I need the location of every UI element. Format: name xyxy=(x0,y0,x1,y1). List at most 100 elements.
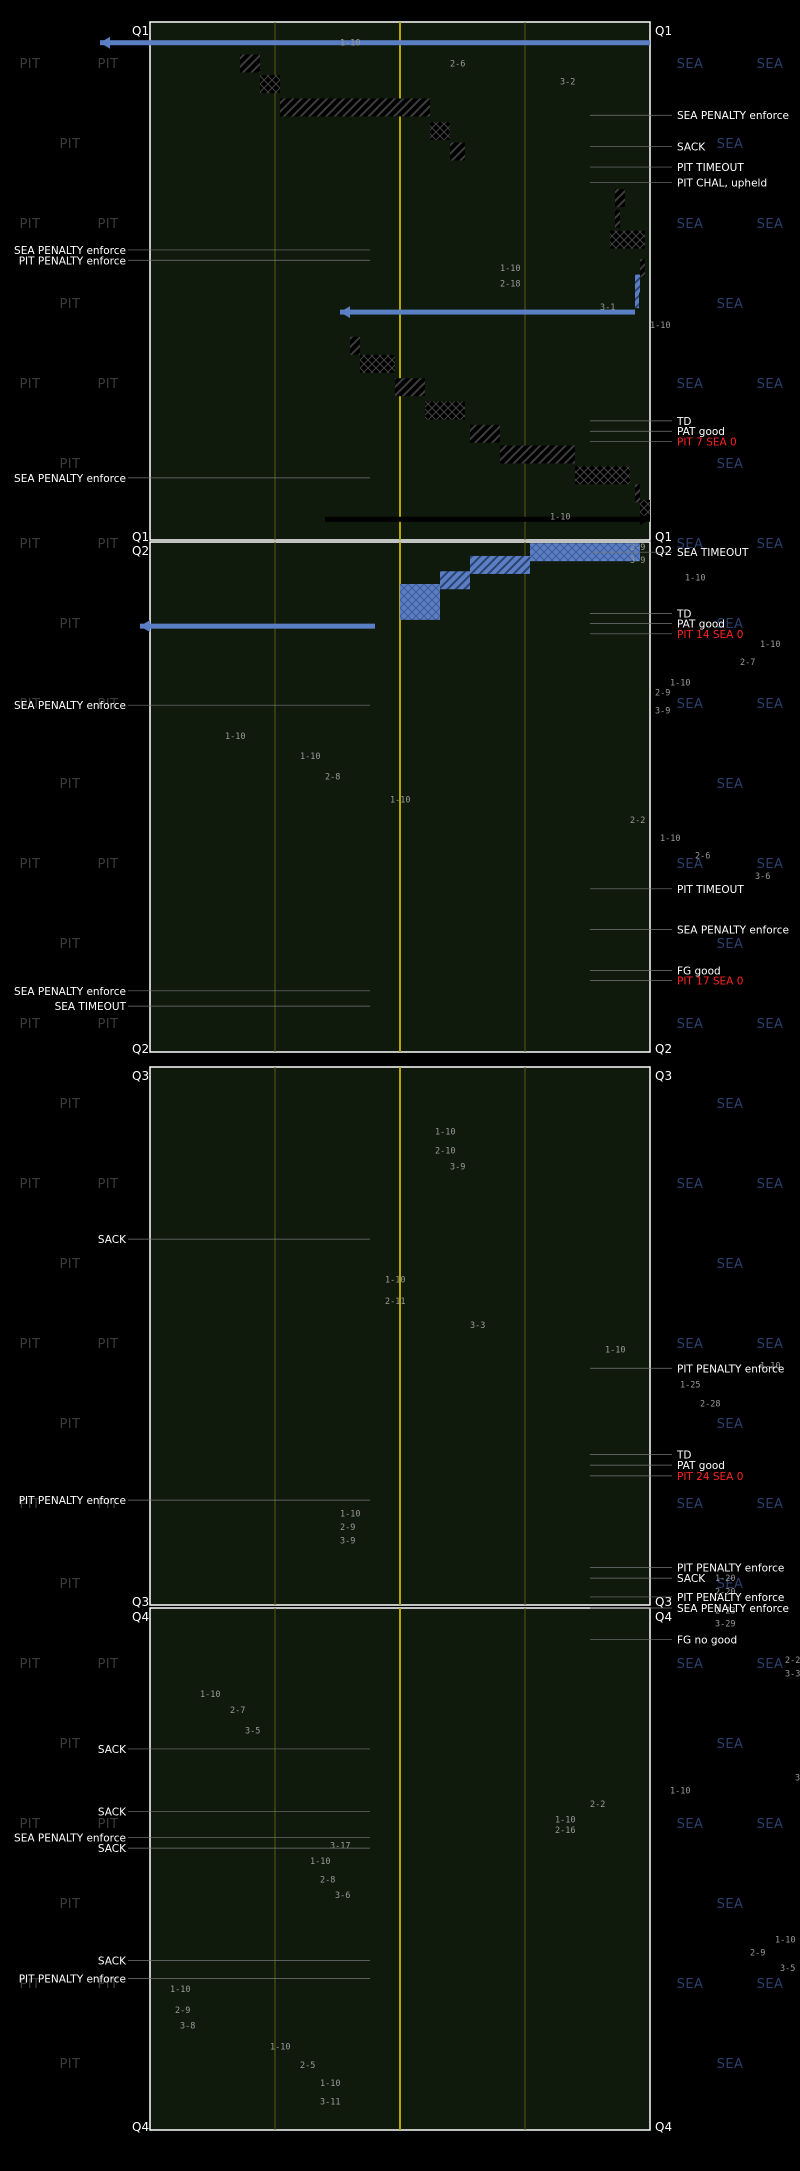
annotation-label: SACK xyxy=(98,1744,127,1756)
annotation-label: PIT TIMEOUT xyxy=(677,884,744,896)
down-distance-label: 1-10 xyxy=(225,732,245,742)
annotation-label: SEA PENALTY enforce xyxy=(14,700,126,712)
down-distance-label: 2-6 xyxy=(450,59,465,69)
watermark-sea: SEA xyxy=(677,57,704,72)
watermark-pit: PIT xyxy=(97,1017,118,1032)
quarter-label-bottom-right: Q1 xyxy=(655,530,672,544)
quarter-label-top-right: Q4 xyxy=(655,1610,672,1624)
down-distance-label: 2-2 xyxy=(785,1656,800,1666)
watermark-sea: SEA xyxy=(677,537,704,552)
annotation-label: PIT PENALTY enforce xyxy=(677,1592,784,1604)
watermark-pit: PIT xyxy=(97,697,118,712)
down-distance-label: 2-18 xyxy=(500,280,520,290)
watermark-sea: SEA xyxy=(757,377,784,392)
play-bar xyxy=(575,466,630,485)
score-label: PIT 7 SEA 0 xyxy=(677,437,737,449)
annotation-label: SEA PENALTY enforce xyxy=(677,110,789,122)
watermark-sea: SEA xyxy=(677,1817,704,1832)
watermark-sea: SEA xyxy=(757,57,784,72)
watermark-pit: PIT xyxy=(19,697,40,712)
kickoff-bar xyxy=(100,40,650,46)
quarter-label-top-right: Q1 xyxy=(655,24,672,38)
watermark-pit: PIT xyxy=(97,1977,118,1992)
annotation-label: SACK xyxy=(98,1234,127,1246)
down-distance-label: 3-9 xyxy=(340,1536,355,1546)
down-distance-label: 1-10 xyxy=(685,574,705,584)
watermark-pit: PIT xyxy=(97,857,118,872)
quarter-label-bottom-right: Q2 xyxy=(655,1042,672,1056)
quarter-label-bottom-right: Q3 xyxy=(655,1595,672,1609)
annotation-label: PIT PENALTY enforce xyxy=(19,1495,126,1507)
watermark-pit: PIT xyxy=(59,1737,80,1752)
down-distance-label: 1-10 xyxy=(270,2042,290,2052)
down-distance-label: 3-3 xyxy=(785,1669,800,1679)
down-distance-label: 2-9 xyxy=(175,2006,190,2016)
watermark-pit: PIT xyxy=(19,1977,40,1992)
annotation-label: PAT good xyxy=(677,1460,725,1472)
kickoff-bar xyxy=(140,623,375,629)
annotation-label: SACK xyxy=(677,1573,706,1585)
watermark-sea: SEA xyxy=(677,377,704,392)
watermark-sea: SEA xyxy=(677,1497,704,1512)
down-distance-label: 2-16 xyxy=(555,1826,575,1836)
play-bar xyxy=(350,336,360,355)
annotation-label: SEA TIMEOUT xyxy=(55,1001,127,1013)
down-distance-label: 2-9 xyxy=(655,688,670,698)
watermark-sea: SEA xyxy=(757,1817,784,1832)
watermark-pit: PIT xyxy=(59,1257,80,1272)
watermark-sea: SEA xyxy=(757,1017,784,1032)
watermark-sea: SEA xyxy=(717,1097,744,1112)
play-bar xyxy=(360,354,395,373)
watermark-pit: PIT xyxy=(97,1497,118,1512)
down-distance-label: 3-3 xyxy=(470,1321,485,1331)
watermark-sea: SEA xyxy=(717,617,744,632)
down-distance-label: 1-10 xyxy=(170,1985,190,1995)
down-distance-label: 2-8 xyxy=(320,1875,335,1885)
annotation-label: SACK xyxy=(98,1807,127,1819)
watermark-pit: PIT xyxy=(59,1897,80,1912)
play-bar xyxy=(635,274,640,293)
play-bar xyxy=(640,499,650,518)
watermark-sea: SEA xyxy=(757,1657,784,1672)
watermark-pit: PIT xyxy=(59,457,80,472)
down-distance-label: 1-10 xyxy=(650,321,670,331)
quarter-label-top-right: Q2 xyxy=(655,544,672,558)
watermark-pit: PIT xyxy=(97,537,118,552)
score-label: PIT 24 SEA 0 xyxy=(677,1471,743,1483)
down-distance-label: 1-10 xyxy=(670,1787,690,1797)
annotation-label: SEA PENALTY enforce xyxy=(14,473,126,485)
down-distance-label: 1-10 xyxy=(435,1128,455,1138)
play-bar xyxy=(640,259,645,278)
watermark-pit: PIT xyxy=(59,1417,80,1432)
play-bar xyxy=(400,584,440,602)
play-bar xyxy=(440,571,470,590)
watermark-pit: PIT xyxy=(59,2057,80,2072)
watermark-sea: SEA xyxy=(717,297,744,312)
watermark-pit: PIT xyxy=(97,1337,118,1352)
quarter-label-bottom-left: Q1 xyxy=(132,530,149,544)
annotation-label: SEA PENALTY enforce xyxy=(14,245,126,257)
watermark-sea: SEA xyxy=(757,217,784,232)
down-distance-label: 1-10 xyxy=(340,1510,360,1520)
annotation-label: TD xyxy=(676,608,692,620)
score-label: PIT 14 SEA 0 xyxy=(677,629,743,641)
quarter-label-bottom-left: Q4 xyxy=(132,2120,149,2134)
watermark-sea: SEA xyxy=(717,1737,744,1752)
play-bar xyxy=(635,484,640,503)
watermark-pit: PIT xyxy=(97,377,118,392)
down-distance-label: 3-17 xyxy=(330,1842,350,1852)
quarter-label-top-left: Q3 xyxy=(132,1069,149,1083)
watermark-pit: PIT xyxy=(19,537,40,552)
play-bar xyxy=(635,290,639,309)
down-distance-label: 3-9 xyxy=(795,1774,800,1784)
down-distance-label: 2-2 xyxy=(630,816,645,826)
play-bar xyxy=(280,98,430,117)
down-distance-label: 1-10 xyxy=(310,1857,330,1867)
play-bar xyxy=(425,401,465,420)
kickoff-bar xyxy=(325,516,650,522)
down-distance-label: 3-9 xyxy=(450,1163,465,1173)
down-distance-label: 1-10 xyxy=(390,796,410,806)
watermark-pit: PIT xyxy=(59,617,80,632)
